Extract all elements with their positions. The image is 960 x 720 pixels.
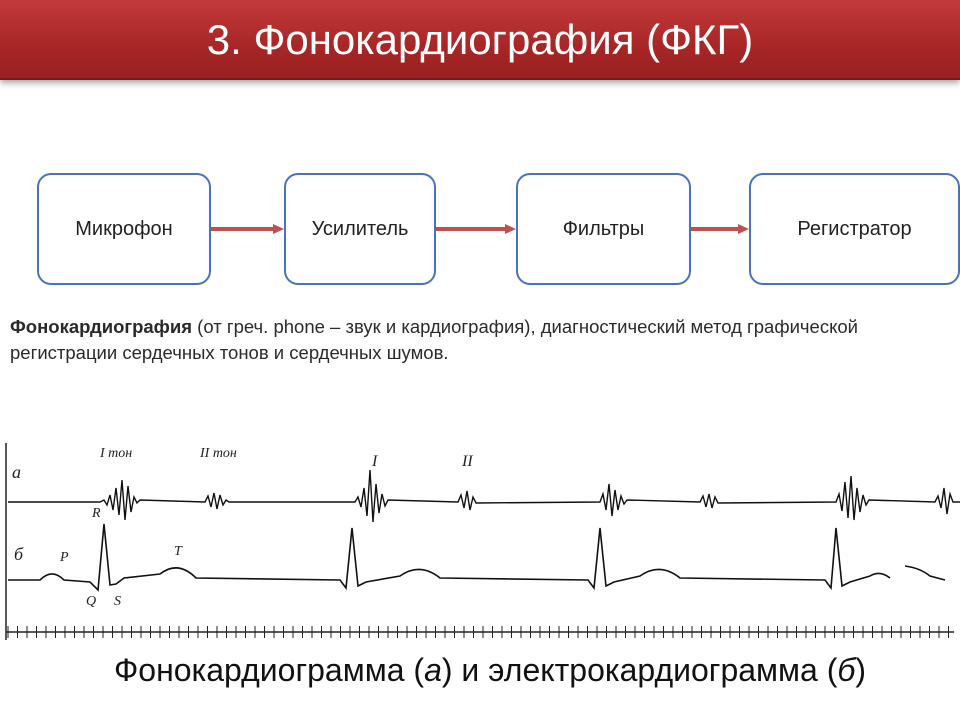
arrow-3 <box>691 224 749 234</box>
row-label-a: а <box>12 462 21 482</box>
slide-title: 3. Фонокардиография (ФКГ) <box>206 16 754 63</box>
s-wave-label: S <box>114 594 121 609</box>
tone1-mark: I <box>372 453 378 470</box>
title-bar <box>0 0 960 80</box>
description-term: Фонокардиография <box>10 316 193 337</box>
block-amplifier: Усилитель <box>284 173 436 285</box>
arrow-1 <box>211 224 284 234</box>
block-recorder: Регистратор <box>749 173 960 285</box>
caption-part: ) и электрокардиограмма ( <box>441 652 838 688</box>
figure-caption: Фонокардиограмма (а) и электрокардиограм… <box>0 652 960 689</box>
block-label: Усилитель <box>311 217 409 240</box>
description-text: (от греч. phone – звук и кардиография), … <box>10 316 859 363</box>
caption-part: Фонокардиограмма ( <box>113 652 425 688</box>
block-label: Микрофон <box>75 217 173 240</box>
pcg-ecg-trace <box>5 443 960 640</box>
block-filters: Фильтры <box>516 173 691 285</box>
tone2-mark: II <box>462 453 473 470</box>
arrow-2 <box>436 224 516 234</box>
block-microphone: Микрофон <box>37 173 211 285</box>
q-wave-label: Q <box>86 594 97 609</box>
row-label-b: б <box>14 544 24 564</box>
description: Фонокардиография (от греч. phone – звук … <box>10 314 940 366</box>
caption-part: ) <box>855 652 867 688</box>
block-label: Регистратор <box>797 217 912 240</box>
t-wave-label: T <box>174 544 182 559</box>
tone1-label: I тон <box>100 446 133 461</box>
r-wave-label: R <box>92 506 101 521</box>
tone2-label: II тон <box>200 446 237 461</box>
caption-b: б <box>837 652 856 688</box>
p-wave-label: P <box>60 550 69 565</box>
block-label: Фильтры <box>562 217 645 240</box>
caption-a: а <box>424 652 442 688</box>
